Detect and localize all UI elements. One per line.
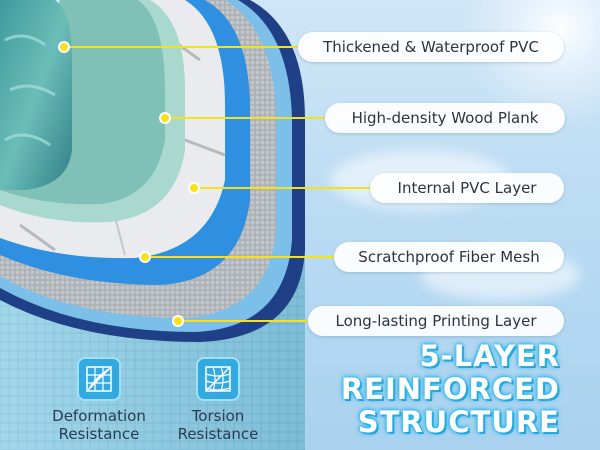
callout-waterproof-pvc: Thickened & Waterproof PVC (298, 32, 564, 62)
callout-label: Thickened & Waterproof PVC (323, 38, 539, 56)
deformation-resistance-icon (77, 357, 121, 401)
feature-label: Torsion Resistance (177, 407, 259, 443)
callout-label: Scratchproof Fiber Mesh (358, 248, 540, 266)
marker-dot (58, 41, 70, 53)
marker-dot (188, 182, 200, 194)
callout-label: Long-lasting Printing Layer (335, 312, 537, 330)
feature-label: Deformation Resistance (52, 407, 146, 443)
headline: 5-LAYER REINFORCED STRUCTURE (341, 340, 560, 439)
callout-label: High-density Wood Plank (351, 109, 539, 127)
pool-water (0, 0, 72, 190)
torsion-resistance-icon (196, 357, 240, 401)
feature-deformation-resistance: Deformation Resistance (44, 357, 154, 443)
callout-printing-layer: Long-lasting Printing Layer (308, 306, 564, 336)
marker-dot (172, 315, 184, 327)
headline-line-3: STRUCTURE (357, 405, 560, 439)
callout-wood-plank: High-density Wood Plank (325, 103, 565, 133)
headline-line-2: REINFORCED (340, 372, 560, 406)
marker-dot (139, 251, 151, 263)
callout-internal-pvc: Internal PVC Layer (370, 173, 564, 203)
feature-torsion-resistance: Torsion Resistance (163, 357, 273, 443)
callout-fiber-mesh: Scratchproof Fiber Mesh (334, 242, 564, 272)
callout-label: Internal PVC Layer (397, 179, 537, 197)
headline-line-1: 5-LAYER (419, 339, 560, 373)
marker-dot (159, 112, 171, 124)
